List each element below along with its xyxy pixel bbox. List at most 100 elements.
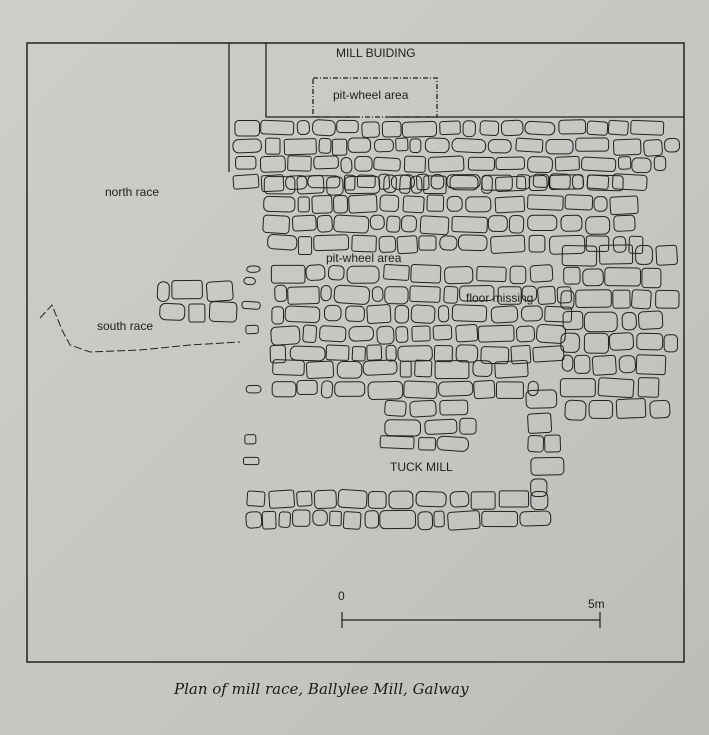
stone [278,511,292,528]
stone [268,489,295,509]
stone [575,137,610,152]
stone [455,344,479,363]
stone [430,174,445,190]
stone [384,286,409,305]
stone [296,119,310,136]
stone [397,345,433,362]
stone [311,119,336,137]
stone [399,360,412,378]
stone [347,137,372,153]
stone [270,264,306,284]
stone [459,417,477,435]
stone [439,235,458,251]
stone [260,174,285,193]
stone [383,263,410,281]
label-tuck-mill: TUCK MILL [390,460,453,474]
stone [510,344,532,365]
stone [271,306,285,325]
stone [560,332,581,353]
stone [451,215,488,234]
stone [263,175,296,195]
stone [287,286,320,305]
stone [371,286,384,302]
stone [336,119,359,134]
stone [443,285,459,304]
stone [396,235,419,255]
stone [444,266,474,285]
stone [242,456,260,466]
stone [312,509,328,526]
stone [369,214,385,230]
stone [558,119,587,135]
stone [272,359,305,376]
stone [345,305,365,322]
stone [532,173,550,188]
stone [561,354,574,372]
stone [525,389,558,409]
stone [537,285,556,305]
stone [481,175,493,194]
stone [351,345,366,362]
stone [331,138,348,156]
scale-bar [341,612,601,628]
stone [402,195,425,214]
stone [621,312,637,331]
stone [351,234,377,253]
stone [325,344,350,361]
stone [597,377,635,399]
stone [653,155,667,171]
stone [562,310,584,331]
stone [367,380,404,401]
stone [344,175,381,195]
stone [336,360,363,379]
stone [527,412,553,434]
stone [381,120,402,138]
stone [245,324,259,335]
stone [323,304,342,322]
stone [615,397,647,419]
stone [571,174,585,190]
stone [641,267,662,289]
stone [333,195,349,214]
stone [544,434,561,453]
stone [439,399,469,416]
stone [208,301,238,323]
stone [378,235,397,253]
label-pit-wheel-area-top: pit-wheel area [333,88,409,102]
stone [423,175,447,195]
stone [386,215,401,233]
stone [385,344,397,362]
stone [549,173,571,190]
stone [305,264,326,281]
stone [631,289,652,310]
stone [604,267,642,287]
stone [618,355,637,374]
stone [313,489,337,510]
stone [403,380,438,399]
stone [159,302,186,321]
stone [433,510,445,528]
stone [260,119,295,136]
stone [467,156,496,171]
stone [476,265,507,283]
stone [313,234,350,252]
stone [580,156,617,172]
stone [244,434,257,445]
stone [473,379,496,400]
stone [274,284,288,302]
stone [586,174,610,190]
stone [446,195,463,212]
stone [470,491,496,510]
stone [631,157,652,174]
stone [245,511,263,529]
stone [319,325,347,343]
stone [296,490,313,507]
stone [526,194,564,211]
stone [593,196,608,212]
stone [291,214,317,232]
stone [462,120,476,138]
stone [320,285,332,302]
stone [329,510,342,527]
stone [171,279,203,300]
stone [439,120,461,136]
